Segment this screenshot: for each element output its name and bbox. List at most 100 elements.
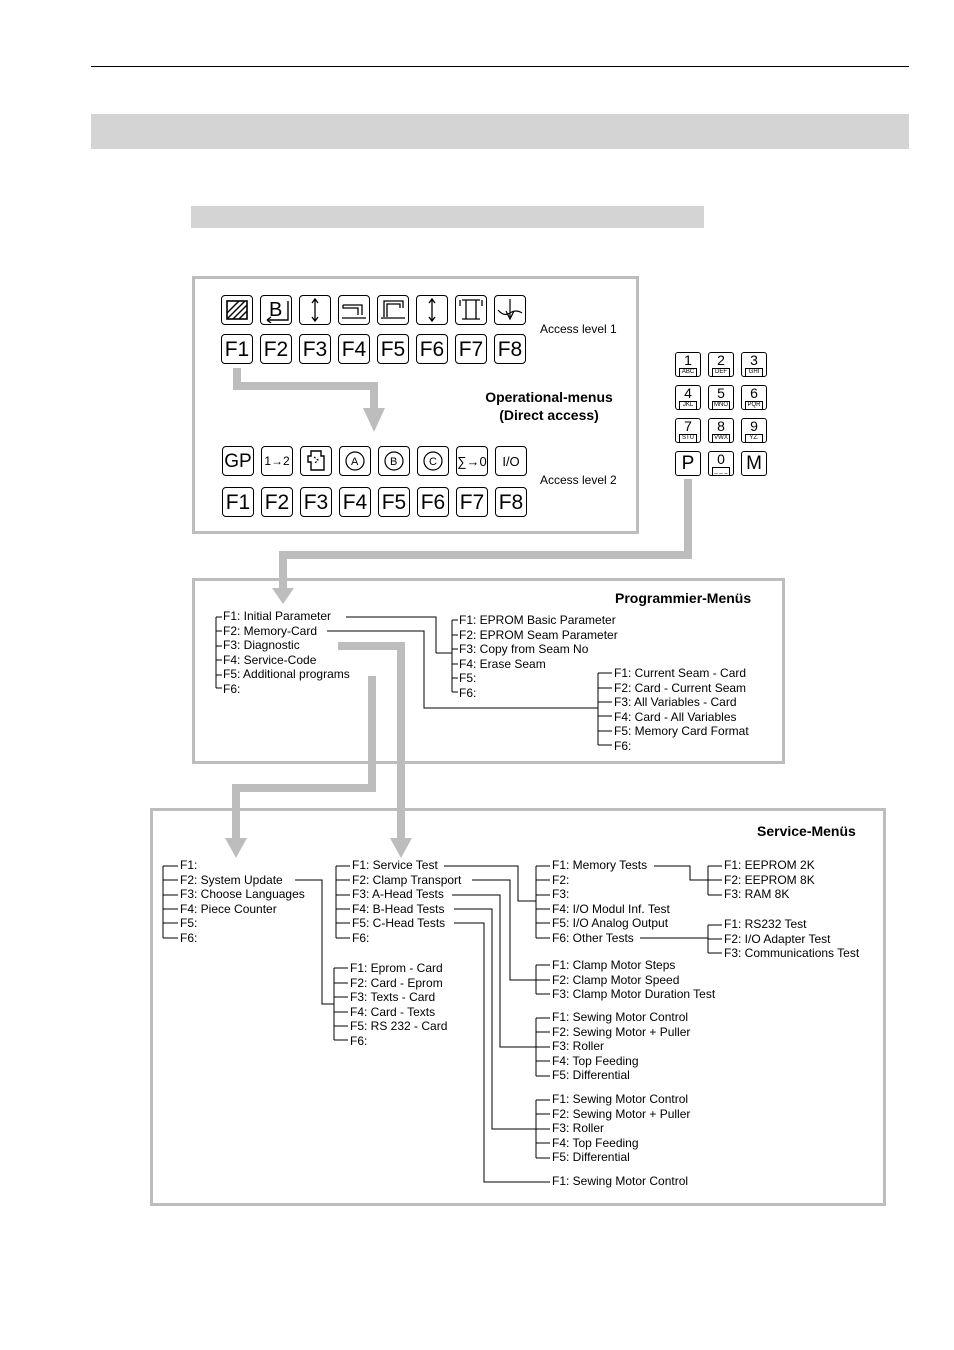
other-tests-list: F1: RS232 Test F2: I/O Adapter Test F3: … xyxy=(724,917,859,961)
level1-f3-key[interactable]: F3 xyxy=(299,334,331,364)
key-4-num: 4 xyxy=(684,385,692,401)
list-item[interactable]: F2: Clamp Transport xyxy=(352,872,462,887)
b-return-icon: B xyxy=(260,295,292,325)
list-item[interactable]: F2: Sewing Motor + Puller xyxy=(552,1106,691,1121)
list-item[interactable]: F5: Additional programs xyxy=(223,667,350,681)
list-item[interactable]: F6: xyxy=(614,738,632,753)
list-item[interactable]: F3: xyxy=(552,887,570,901)
level2-f1-key[interactable]: F1 xyxy=(222,487,254,517)
list-item[interactable]: F6: Other Tests xyxy=(552,930,634,945)
level1-f2-key[interactable]: F2 xyxy=(260,334,292,364)
key-8-num: 8 xyxy=(717,418,725,434)
list-item[interactable]: F1: Clamp Motor Steps xyxy=(552,958,676,972)
list-item[interactable]: F3: RAM 8K xyxy=(724,887,790,901)
list-item[interactable]: F5: Differential xyxy=(552,1150,630,1164)
arrowhead xyxy=(272,588,294,604)
list-item[interactable]: F1: Service Test xyxy=(352,858,438,872)
list-item[interactable]: F6: xyxy=(352,930,370,945)
level2-f3-key[interactable]: F3 xyxy=(300,487,332,517)
list-item[interactable]: F3: A-Head Tests xyxy=(352,887,444,901)
level2-f7-key[interactable]: F7 xyxy=(456,487,488,517)
list-item[interactable]: F2: System Update xyxy=(180,872,283,887)
list-item[interactable]: F6: xyxy=(180,930,198,945)
list-item[interactable]: F2: Card - Current Seam xyxy=(614,680,747,695)
list-item[interactable]: F5: Differential xyxy=(552,1068,630,1082)
list-item[interactable]: F5: xyxy=(459,671,477,685)
list-item[interactable]: F2: xyxy=(552,872,570,887)
list-item[interactable]: F1: Memory Tests xyxy=(552,858,648,872)
list-item[interactable]: F3: All Variables - Card xyxy=(614,695,737,709)
list-item[interactable]: F1: EPROM Basic Parameter xyxy=(459,613,616,627)
list-item[interactable]: F1: RS232 Test xyxy=(724,917,807,931)
list-item[interactable]: F3: Roller xyxy=(552,1121,605,1135)
list-item[interactable]: F5: RS 232 - Card xyxy=(350,1019,448,1033)
list-item[interactable]: F4: B-Head Tests xyxy=(352,901,445,916)
list-item[interactable]: F5: Memory Card Format xyxy=(614,724,749,738)
frame-icon xyxy=(455,295,487,325)
list-item[interactable]: F6: xyxy=(350,1033,368,1048)
list-item[interactable]: F2: Memory-Card xyxy=(223,623,318,638)
list-item[interactable]: F6: xyxy=(459,685,477,700)
list-item[interactable]: F1: Current Seam - Card xyxy=(614,666,747,680)
list-item[interactable]: F4: Top Feeding xyxy=(552,1135,639,1150)
level2-f4-key[interactable]: F4 xyxy=(339,487,371,517)
list-item[interactable]: F4: Card - All Variables xyxy=(614,709,737,724)
list-item[interactable]: F1: xyxy=(180,858,198,872)
level1-f4-key[interactable]: F4 xyxy=(338,334,370,364)
list-item[interactable]: F2: Clamp Motor Speed xyxy=(552,972,680,987)
b-head-tests-list: F1: Sewing Motor Control F2: Sewing Moto… xyxy=(552,1092,690,1165)
list-item[interactable]: F5: xyxy=(180,916,198,930)
list-item[interactable]: F3: Roller xyxy=(552,1039,605,1053)
bracket xyxy=(535,964,550,995)
key-0[interactable]: 0_ _ _ xyxy=(708,451,734,476)
list-item[interactable]: F4: Card - Texts xyxy=(350,1004,436,1019)
level2-f6-key[interactable]: F6 xyxy=(417,487,449,517)
list-item[interactable]: F3: Texts - Card xyxy=(350,990,436,1004)
level2-f8-key[interactable]: F8 xyxy=(495,487,527,517)
list-item[interactable]: F5: C-Head Tests xyxy=(352,916,446,930)
level1-f8-key[interactable]: F8 xyxy=(494,334,526,364)
list-item[interactable]: F4: Piece Counter xyxy=(180,901,277,916)
list-item[interactable]: F3: Choose Languages xyxy=(180,887,305,901)
list-item[interactable]: F1: Eprom - Card xyxy=(350,961,443,975)
list-item[interactable]: F3: Clamp Motor Duration Test xyxy=(552,987,716,1001)
list-item[interactable]: F6: xyxy=(223,681,241,696)
level2-f2-key[interactable]: F2 xyxy=(261,487,293,517)
list-item[interactable]: F1: Sewing Motor Control xyxy=(552,1092,689,1106)
list-item[interactable]: F5: I/O Analog Output xyxy=(552,916,669,930)
list-item[interactable]: F3: Copy from Seam No xyxy=(459,642,589,656)
list-item[interactable]: F2: EPROM Seam Parameter xyxy=(459,627,618,642)
level1-f1-key[interactable]: F1 xyxy=(221,334,253,364)
list-item[interactable]: F2: Card - Eprom xyxy=(350,975,443,990)
key-0-letters: _ _ _ xyxy=(712,467,730,476)
level1-f5-key[interactable]: F5 xyxy=(377,334,409,364)
level1-f6-key[interactable]: F6 xyxy=(416,334,448,364)
level1-f7-key[interactable]: F7 xyxy=(455,334,487,364)
list-item[interactable]: F4: I/O Modul Inf. Test xyxy=(552,901,670,916)
list-item[interactable]: F1: Sewing Motor Control xyxy=(552,1174,689,1188)
key-p[interactable]: P xyxy=(675,451,701,476)
list-item[interactable]: F2: EEPROM 8K xyxy=(724,872,815,887)
list-item[interactable]: F4: Top Feeding xyxy=(552,1053,639,1068)
list-item[interactable]: F3: Diagnostic xyxy=(223,638,300,652)
list-item[interactable]: F1: EEPROM 2K xyxy=(724,858,815,872)
list-item[interactable]: F1: Initial Parameter xyxy=(223,609,332,623)
list-item[interactable]: F1: Sewing Motor Control xyxy=(552,1010,689,1024)
level2-f5-key[interactable]: F5 xyxy=(378,487,410,517)
list-item[interactable]: F4: Service-Code xyxy=(223,652,317,667)
list-item[interactable]: F4: Erase Seam xyxy=(459,656,546,671)
list-item[interactable]: F2: I/O Adapter Test xyxy=(724,931,831,946)
list-item[interactable]: F3: Communications Test xyxy=(724,946,860,960)
key-m[interactable]: M xyxy=(741,451,767,476)
list-item[interactable]: F2: Sewing Motor + Puller xyxy=(552,1024,691,1039)
key-5-letters: MNO xyxy=(712,401,730,410)
